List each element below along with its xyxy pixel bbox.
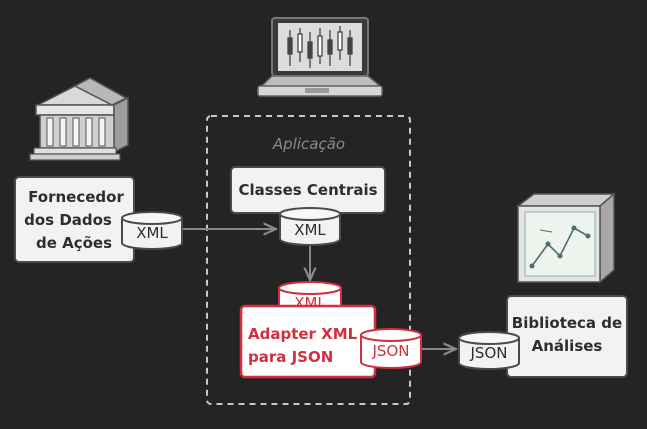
laptop-chart-icon: [257, 17, 383, 97]
library-json-cylinder: JSON: [458, 331, 520, 370]
provider-xml-cylinder: XML: [121, 211, 183, 250]
core-classes-label: Classes Centrais: [238, 181, 377, 199]
bank-building-icon: [29, 77, 129, 161]
box-chart-icon: [515, 192, 617, 284]
library-node: Biblioteca de Análises: [506, 295, 628, 378]
application-label: Aplicação: [272, 135, 345, 153]
adapter-label-line-1: Adapter XML: [248, 325, 358, 343]
library-badge-label: JSON: [470, 344, 508, 362]
application-container: [206, 115, 411, 405]
arrows: [180, 229, 456, 349]
provider-label-line-2: dos Dados: [24, 211, 112, 229]
adapter-right-badge-label: JSON: [372, 342, 410, 360]
provider-node: Fornecedor dos Dados de Ações: [14, 176, 135, 263]
provider-badge-label: XML: [136, 224, 168, 242]
adapter-label-line-2: para JSON: [248, 348, 333, 366]
provider-label-line-3: de Ações: [36, 234, 112, 252]
adapter-json-cylinder: JSON: [360, 328, 422, 369]
core-classes-node: Classes Centrais: [230, 166, 386, 214]
library-label-line-1: Biblioteca de: [512, 314, 622, 332]
core-xml-cylinder: XML: [279, 207, 341, 246]
library-label-line-2: Análises: [532, 337, 603, 355]
core-badge-label: XML: [294, 221, 326, 239]
provider-label-line-1: Fornecedor: [28, 188, 124, 206]
adapter-node: Adapter XML para JSON: [239, 304, 377, 379]
